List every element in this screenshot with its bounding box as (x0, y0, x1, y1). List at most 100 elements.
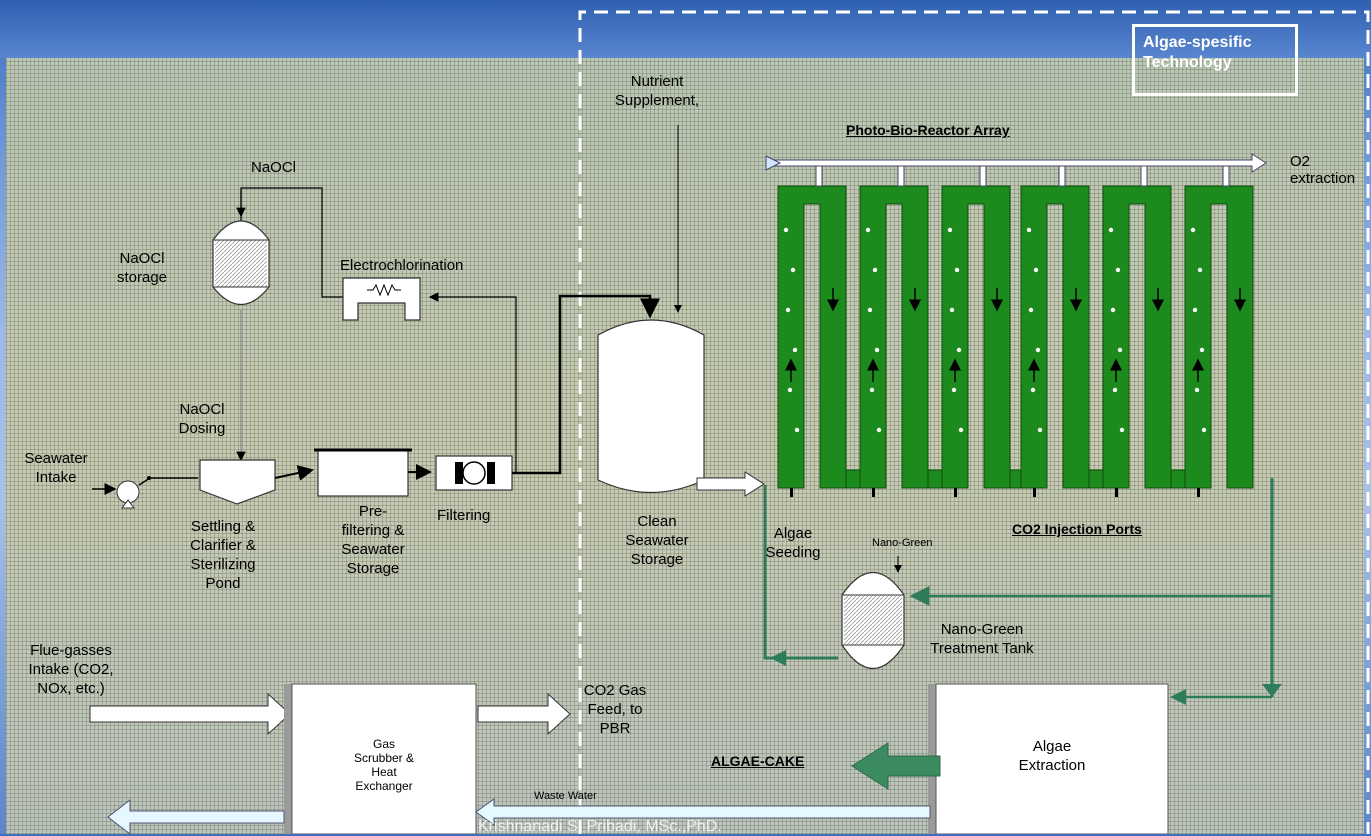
nano-green-tank (841, 556, 905, 670)
flue-gas-arrow (89, 692, 291, 736)
pbr-connector (845, 469, 861, 489)
pbr-bubble (1192, 307, 1198, 313)
pbr-bubble (956, 347, 962, 353)
prefiltering-storage (314, 448, 412, 497)
settling-line3: Sterilizing (190, 556, 256, 573)
algae-extraction-label: Algae Extraction (1002, 737, 1102, 775)
electrochlorination-label: Electrochlorination (340, 257, 464, 274)
pbr-connector (1170, 469, 1186, 489)
scrubber-line1: Gas (372, 737, 395, 751)
electrochlorination-unit (342, 277, 421, 321)
pbr-bubble (794, 427, 800, 433)
settling-label: Settling & Clarifier & Sterilizing Pond (168, 517, 278, 593)
algae-seeding-line2: Seeding (765, 544, 821, 561)
pbr-connector (1088, 469, 1104, 489)
co2-feed-line3: PBR (599, 720, 631, 737)
filter-to-electro-line (428, 292, 517, 473)
settling-pond (199, 459, 276, 505)
pbr-bubble (1037, 427, 1043, 433)
pbr-bubble (949, 307, 955, 313)
scrubber-line2: Scrubber & (353, 751, 415, 765)
pbr-bubble (783, 227, 789, 233)
nutrient-line2: Supplement, (614, 92, 700, 109)
pbr-bubble (1190, 227, 1196, 233)
pbr-bubble (790, 267, 796, 273)
pbr-bubble (1108, 227, 1114, 233)
co2-feed-arrow (477, 692, 571, 736)
o2-line1: O2 (1290, 153, 1311, 170)
pbr-bubble (1115, 267, 1121, 273)
seawater-intake-line2: Intake (35, 469, 77, 486)
pbr-bubble (1199, 347, 1205, 353)
pbr-bubble (951, 387, 957, 393)
pbr-manifold (774, 153, 1267, 173)
pbr-bubble (947, 227, 953, 233)
naocl-storage-line2: storage (116, 269, 168, 286)
co2-injection-port (954, 488, 957, 497)
prefiltering-label: Pre- filtering & Seawater Storage (318, 502, 428, 578)
nutrient-label: Nutrient Supplement, (612, 72, 702, 110)
pbr-bubble (1028, 307, 1034, 313)
algae-extraction-line2: Extraction (1018, 757, 1086, 774)
prefiltering-line4: Storage (346, 560, 400, 577)
algae-seeding-line1: Algae (773, 525, 813, 542)
waste-water-label: Waste Water (534, 790, 597, 802)
pbr-connector (1009, 469, 1022, 489)
pbr-bubble (1117, 347, 1123, 353)
pbr-u-tube (777, 185, 847, 489)
co2-injection-port (1033, 488, 1036, 497)
naocl-storage-line1: NaOCl (119, 250, 165, 267)
pbr-u-tube (941, 185, 1011, 489)
pbr-u-tube (1020, 185, 1090, 489)
pbr-bubble (1197, 267, 1203, 273)
pbr-bubble (1119, 427, 1125, 433)
co2-injection-port (1115, 488, 1118, 497)
co2-injection-port (790, 488, 793, 497)
pbr-bubble (1112, 387, 1118, 393)
top-band (0, 0, 1371, 58)
pbr-connector (927, 469, 943, 489)
co2-injection-port (1197, 488, 1200, 497)
waste-water-arrow (475, 798, 931, 826)
algae-extraction-line1: Algae (1032, 738, 1072, 755)
pbr-valve (979, 165, 987, 187)
pbr-valve (897, 165, 905, 187)
flue-line1: Flue-gasses (30, 642, 112, 659)
pbr-bubble (1035, 347, 1041, 353)
flue-line2: Intake (CO2, (28, 661, 114, 678)
pbr-valve (1222, 165, 1230, 187)
pbr-bubble (1201, 427, 1207, 433)
seawater-intake-line1: Seawater (24, 450, 88, 467)
pbr-bubble (874, 347, 880, 353)
nano-tank-line2: Treatment Tank (930, 640, 1034, 657)
pbr-bubble (1026, 227, 1032, 233)
pbr-bubble (869, 387, 875, 393)
prefiltering-line1: Pre- (358, 503, 388, 520)
algae-cake-arrow (851, 742, 941, 790)
pbr-u-tube (1102, 185, 1172, 489)
algae-cake-label: ALGAE-CAKE (711, 753, 805, 769)
co2-ports-label: CO2 Injection Ports (1012, 521, 1142, 537)
pbr-bubble (865, 227, 871, 233)
co2-feed-label: CO2 Gas Feed, to PBR (575, 681, 655, 738)
pbr-bubble (1030, 387, 1036, 393)
intake-pump (116, 480, 140, 509)
nano-tank-line1: Nano-Green (940, 621, 1024, 638)
scrubber-line4: Exchanger (355, 779, 413, 793)
pbr-bubble (872, 267, 878, 273)
filter-unit (435, 455, 513, 491)
pbr-valve (1058, 165, 1066, 187)
algae-extraction-box (928, 683, 1169, 834)
seawater-intake-label: Seawater Intake (16, 449, 96, 487)
pbr-valve (1140, 165, 1148, 187)
storage-to-pbr-arrow (696, 471, 765, 497)
prefiltering-line3: Seawater (341, 541, 405, 558)
clean-storage-label: Clean Seawater Storage (612, 512, 702, 569)
flue-gas-label: Flue-gasses Intake (CO2, NOx, etc.) (16, 641, 126, 698)
nano-green-input-label: Nano-Green (872, 537, 933, 549)
algae-seeding-label: Algae Seeding (758, 524, 828, 562)
filtering-label: Filtering (437, 507, 491, 524)
co2-feed-line1: CO2 Gas (583, 682, 647, 699)
settling-line4: Pond (205, 575, 241, 592)
